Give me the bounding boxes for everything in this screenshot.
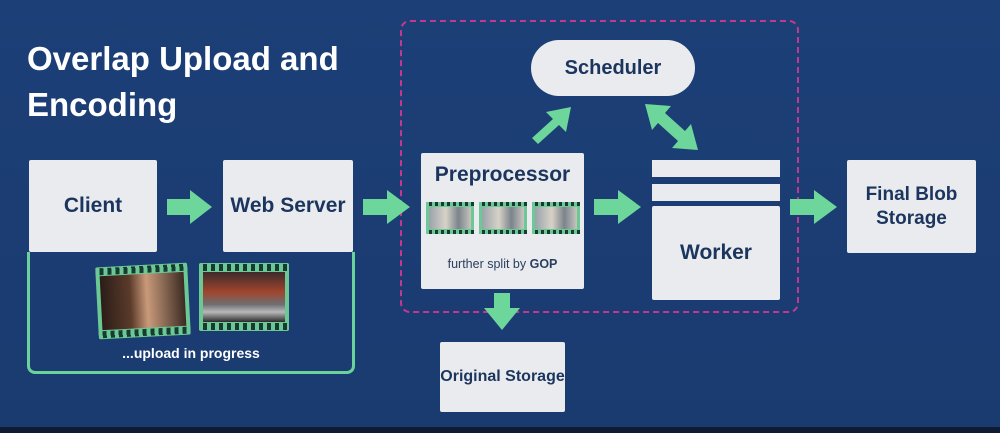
final-blob-storage-label: Final Blob Storage [865, 183, 958, 229]
preprocessor-note: further split by GOP [421, 257, 584, 271]
scheduler-box: Scheduler [531, 40, 695, 96]
slide-title: Overlap Upload and Encoding [27, 40, 339, 123]
scheduler-label: Scheduler [564, 56, 662, 79]
arrow-down-icon [484, 293, 520, 330]
encoding-group-dashed-border [400, 20, 799, 313]
worker-queue-slab [652, 184, 780, 201]
final-blob-storage-box: Final Blob Storage [847, 160, 976, 253]
client-box: Client [29, 160, 157, 252]
arrow-bidirectional-icon [645, 104, 698, 150]
film-strip-icon [199, 263, 289, 331]
arrow-up-right-icon [532, 107, 571, 144]
worker-stack [652, 160, 780, 300]
film-strip-icon [532, 202, 580, 234]
worker-queue-slab [652, 160, 780, 177]
film-strip-icon [479, 202, 527, 234]
film-strip-icon [426, 202, 474, 234]
web-server-label: Web Server [230, 194, 346, 217]
arrow-right-icon [167, 190, 212, 224]
upload-bracket [27, 252, 355, 374]
original-storage-label: Original Storage [440, 368, 565, 385]
upload-caption: ...upload in progress [122, 345, 260, 361]
original-storage-box: Original Storage [440, 342, 565, 412]
arrow-right-icon [363, 190, 410, 224]
client-label: Client [63, 194, 123, 217]
worker-label: Worker [680, 241, 752, 264]
bottom-bar [0, 427, 1000, 433]
worker-box: Worker [652, 206, 780, 300]
preprocessor-label: Preprocessor [434, 163, 571, 186]
arrow-right-icon [790, 190, 837, 224]
arrow-right-icon [594, 190, 641, 224]
preprocessor-note-gop: GOP [529, 257, 558, 271]
web-server-box: Web Server [223, 160, 353, 252]
preprocessor-note-text: further split by [447, 257, 530, 271]
